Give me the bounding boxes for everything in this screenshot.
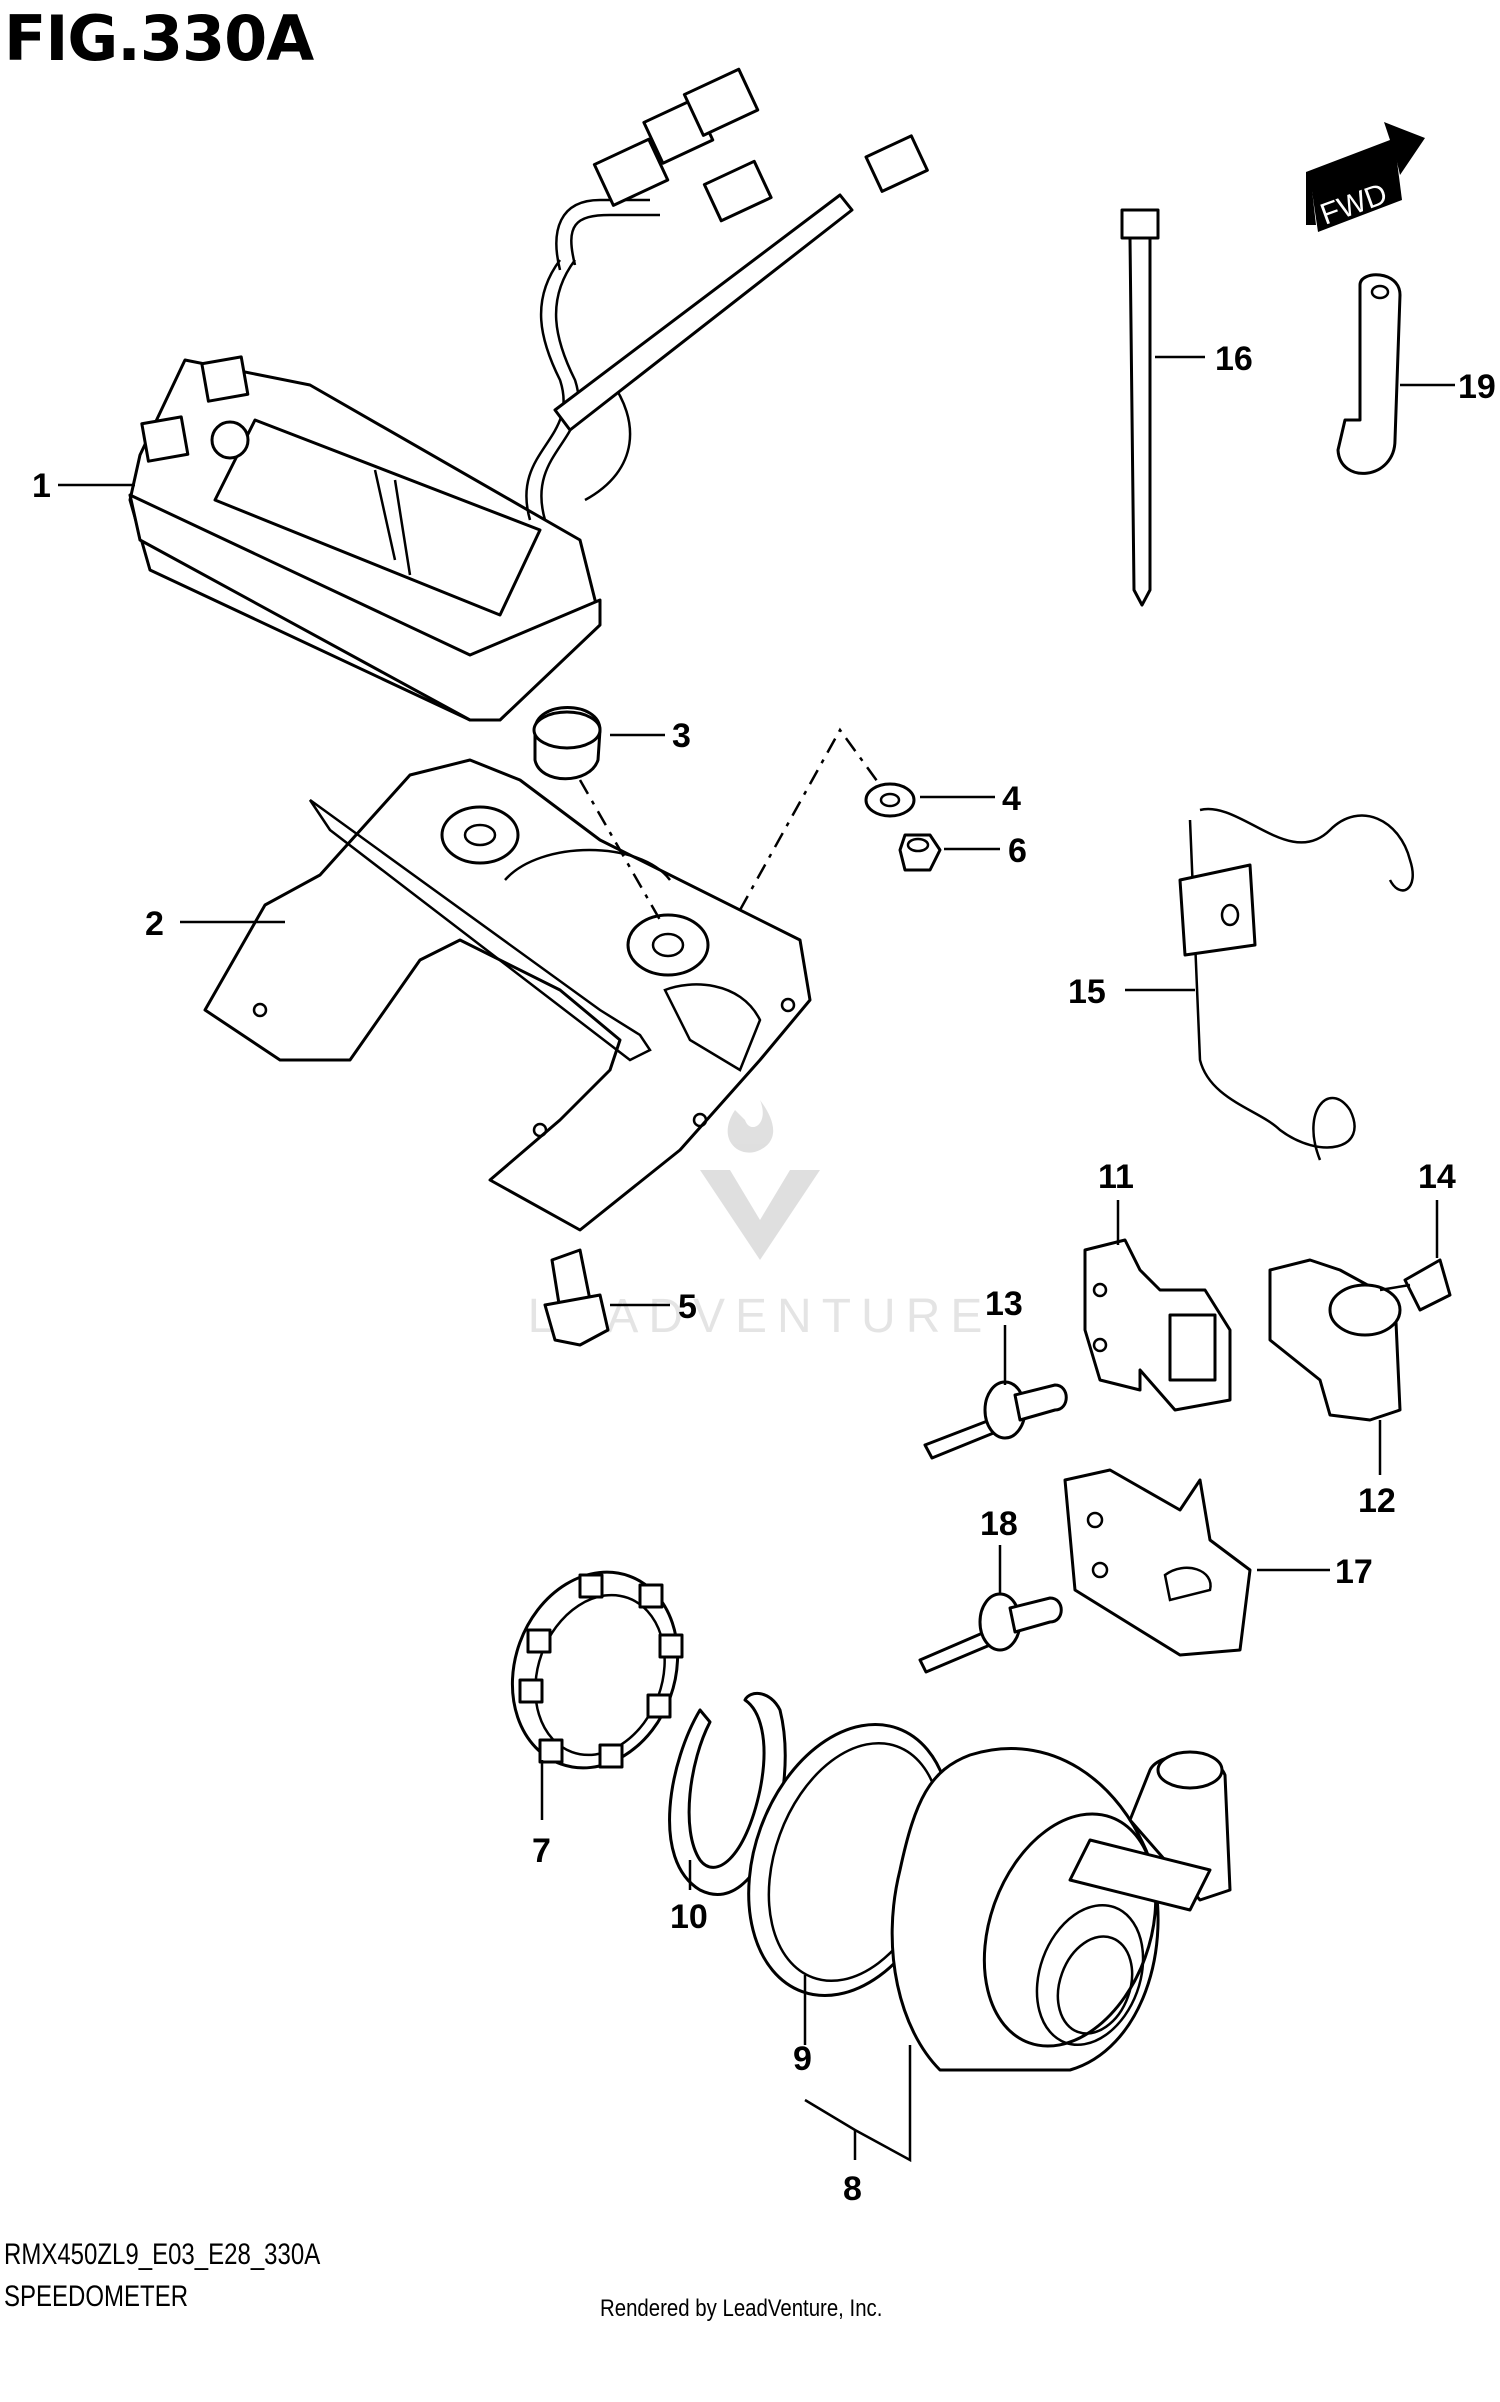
callout-6: 6 xyxy=(1008,832,1027,870)
grommet xyxy=(532,706,602,781)
callout-1: 1 xyxy=(32,467,51,505)
speedometer-unit xyxy=(128,67,929,722)
callout-19: 19 xyxy=(1458,368,1496,406)
clip xyxy=(1336,273,1402,475)
cable-tie xyxy=(1120,208,1160,607)
callout-10: 10 xyxy=(670,1898,708,1936)
callout-18: 18 xyxy=(980,1505,1018,1543)
callout-3: 3 xyxy=(672,717,691,755)
callout-12: 12 xyxy=(1358,1482,1396,1520)
callout-8: 8 xyxy=(843,2170,862,2208)
cable-clamp xyxy=(1268,1258,1402,1422)
watermark-logo xyxy=(700,1100,820,1260)
callout-16: 16 xyxy=(1215,340,1253,378)
callout-4: 4 xyxy=(1002,780,1021,818)
rivet-18 xyxy=(918,1592,1063,1674)
speed-sensor xyxy=(890,1747,1232,2072)
retainer xyxy=(510,1570,684,1770)
screw xyxy=(1379,1258,1452,1312)
wire-guide xyxy=(1178,807,1414,1161)
nut xyxy=(898,833,942,872)
meter-bracket xyxy=(203,758,812,1232)
callout-15: 15 xyxy=(1068,973,1106,1011)
rivet-13 xyxy=(923,1380,1068,1460)
figure-title: FIG.330A xyxy=(4,2,314,75)
callout-7: 7 xyxy=(532,1832,551,1870)
clamp-bracket xyxy=(1063,1468,1252,1657)
callout-9: 9 xyxy=(793,2040,812,2078)
rendered-by-footer: Rendered by LeadVenture, Inc. xyxy=(600,2295,883,2322)
leader-lines xyxy=(58,355,1455,2163)
fwd-arrow-icon: FWD xyxy=(1306,122,1425,232)
clamp-plate xyxy=(1083,1238,1232,1412)
callout-13: 13 xyxy=(985,1285,1023,1323)
washer xyxy=(864,782,916,818)
callout-labels: 1 2 3 4 5 6 7 8 9 10 11 12 13 14 15 16 1… xyxy=(32,340,1496,2208)
callout-5: 5 xyxy=(678,1288,697,1326)
callout-2: 2 xyxy=(145,905,164,943)
diagram-name: SPEEDOMETER xyxy=(4,2280,189,2313)
bolt xyxy=(543,1248,610,1347)
callout-11: 11 xyxy=(1098,1158,1134,1196)
model-code: RMX450ZL9_E03_E28_330A xyxy=(4,2238,321,2271)
callout-17: 17 xyxy=(1335,1553,1373,1591)
callout-14: 14 xyxy=(1418,1158,1456,1196)
